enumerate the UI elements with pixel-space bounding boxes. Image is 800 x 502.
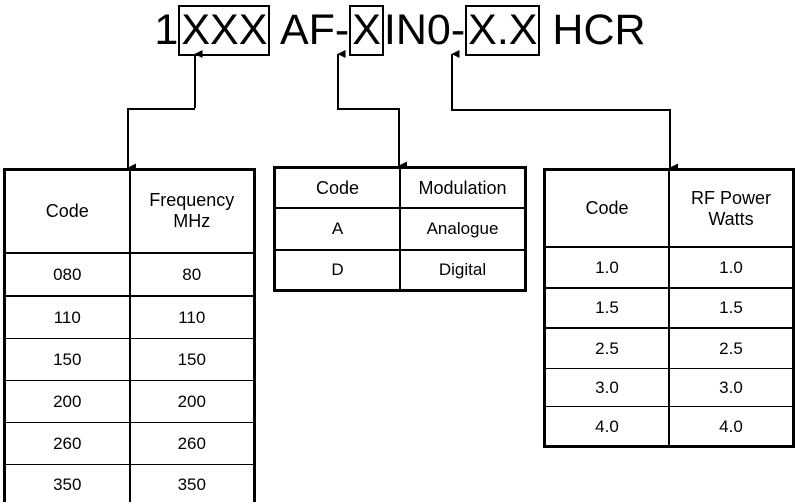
modulation-table: Code Modulation A Analogue D Digital [273,166,527,292]
cell-frequency: 80 [128,251,253,297]
table-row: 080 80 [6,251,253,297]
pn-modulation-code: X [349,4,384,56]
header-cell-modulation: Modulation [399,169,524,210]
table-row: 4.0 4.0 [546,406,792,445]
leader-frequency [127,50,203,173]
table-header-row: Code Frequency MHz [6,171,253,254]
header-cell-code: Code [276,169,401,210]
pn-power-code: X.X [465,4,541,56]
table-row: 2.5 2.5 [546,327,792,369]
cell-modulation: Digital [399,248,524,289]
table-row: 350 350 [6,463,253,502]
pn-prefix: 1 [154,5,179,54]
cell-code: 110 [6,295,130,340]
leader-modulation [337,50,407,171]
cell-code: 1.5 [546,286,670,329]
cell-code: D [276,248,401,289]
cell-code: 2.5 [546,327,670,369]
cell-code: 080 [6,251,130,297]
cell-rf-power: 2.5 [668,327,792,369]
header-cell-frequency: Frequency MHz [128,171,253,254]
table-header-row: Code RF Power Watts [546,171,792,248]
cell-rf-power: 4.0 [668,406,792,445]
pn-frequency-code: XXX [178,4,271,56]
header-line-1: Frequency [149,190,235,211]
header-cell-rf-power: RF Power Watts [668,171,792,248]
header-line-2: MHz [173,211,211,232]
cell-code: 4.0 [546,406,670,445]
cell-frequency: 150 [128,338,253,382]
table-row: D Digital [276,248,524,289]
table-row: A Analogue [276,207,524,251]
cell-code: 150 [6,338,130,382]
cell-rf-power: 1.0 [668,246,792,289]
header-line-2: Watts [708,208,754,229]
header-cell-code: Code [6,171,130,254]
cell-frequency: 110 [128,295,253,340]
cell-frequency: 200 [128,380,253,423]
table-header-row: Code Modulation [276,169,524,210]
cell-code: 200 [6,380,130,423]
table-row: 1.0 1.0 [546,246,792,289]
table-row: 1.5 1.5 [546,286,792,329]
cell-code: 260 [6,421,130,465]
pn-mid: IN0- [383,5,466,54]
cell-code: 350 [6,463,130,502]
cell-code: A [276,207,401,251]
table-row: 260 260 [6,421,253,465]
rf-power-table: Code RF Power Watts 1.0 1.0 1.5 1.5 2.5 [543,168,795,448]
cell-code: 3.0 [546,367,670,408]
leader-rf-power [451,50,678,173]
pn-suffix: HCR [540,5,646,54]
cell-rf-power: 3.0 [668,367,792,408]
cell-frequency: 260 [128,421,253,465]
cell-code: 1.0 [546,246,670,289]
table-row: 3.0 3.0 [546,367,792,408]
header-line-1: RF Power [690,187,771,208]
part-number-title: 1 XXX AF- X IN0- X.X HCR [0,2,800,58]
table-row: 150 150 [6,338,253,382]
cell-modulation: Analogue [399,207,524,251]
frequency-table: Code Frequency MHz 080 80 110 110 150 15 [3,168,256,502]
pn-series: AF- [270,5,350,54]
table-row: 110 110 [6,295,253,340]
cell-frequency: 350 [128,463,253,502]
cell-rf-power: 1.5 [668,286,792,329]
header-cell-code: Code [546,171,670,248]
table-row: 200 200 [6,380,253,423]
